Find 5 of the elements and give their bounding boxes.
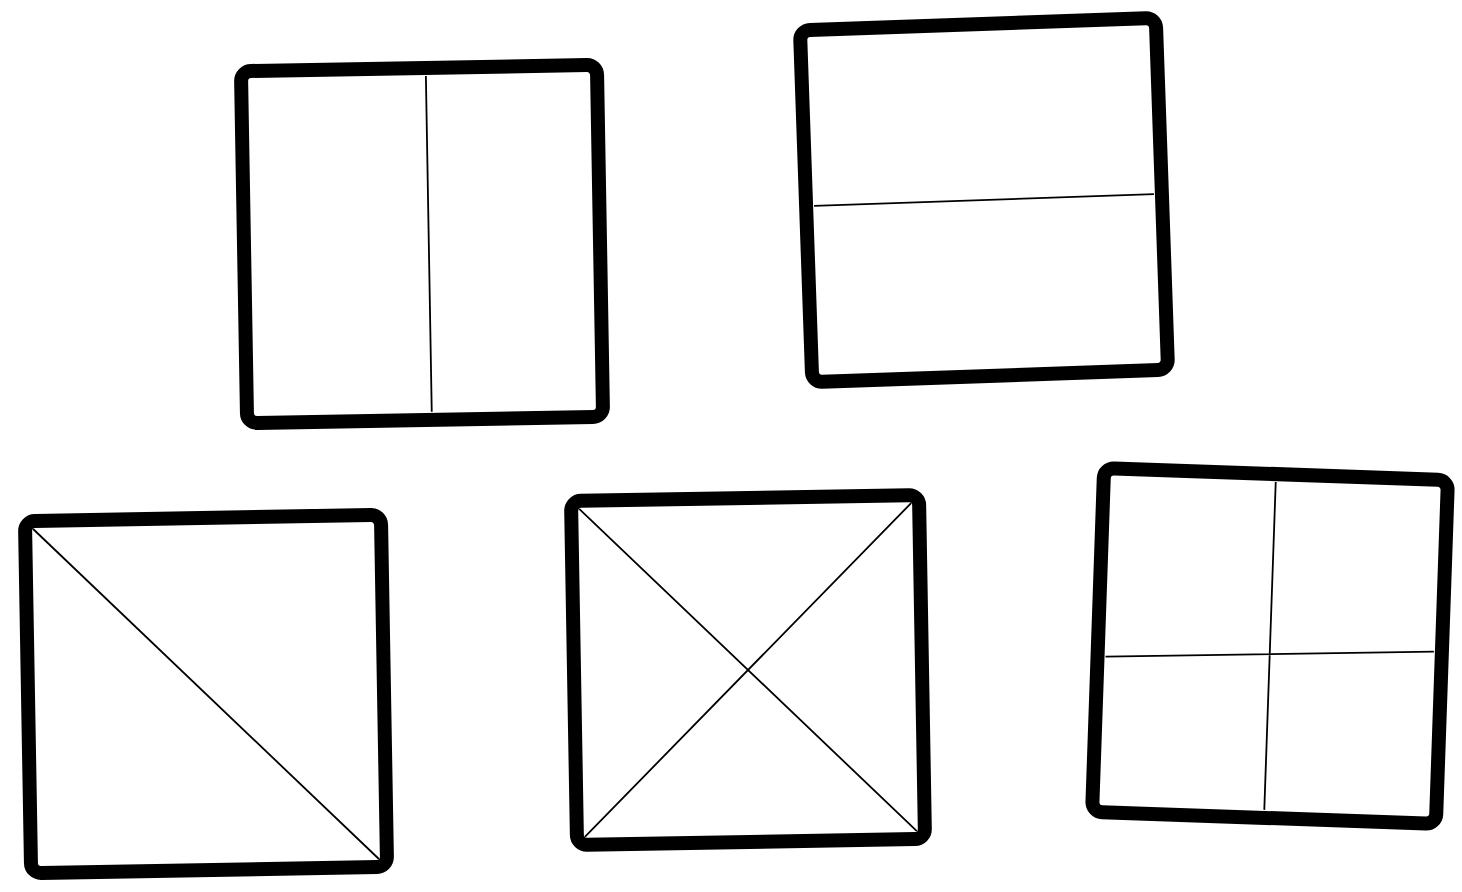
divided-square: [18, 508, 394, 880]
divided-square: [793, 11, 1175, 389]
divided-square: [1085, 461, 1455, 831]
divided-square: [564, 488, 932, 852]
divided-square: [234, 58, 610, 430]
